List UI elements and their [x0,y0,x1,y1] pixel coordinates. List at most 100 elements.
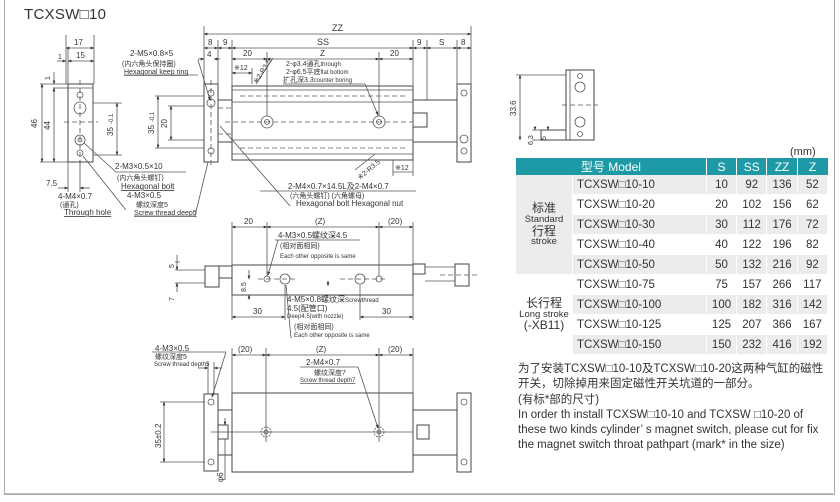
table-row: TCXSW□10-50 50 132 216 92 [516,254,829,275]
dim-30-left: 30 [253,307,262,316]
group-long-stroke: 长行程 Long stroke (-XB11) [516,274,573,355]
dim-9-right: 9 [417,38,422,47]
dim-ss: SS [317,37,329,47]
cylinder-body [231,85,414,161]
label-front-m3: 4-M3×0.5螺纹深4.5 [278,230,348,240]
label-counter-boring: 扩孔深3.3counter boring [283,75,352,84]
dim-8-right: 8 [461,38,466,47]
cell-zz: 266 [766,274,798,295]
label-front-m3-cn: (相对面相同) [280,241,320,250]
cell-zz: 366 [766,314,798,335]
note-cn-1: 为了安装TCXSW□10-10及TCXSW□10-20这两种气缸的磁性开关，切除… [518,363,824,391]
dim-8-5: 8.5 [241,282,248,292]
installation-note: 为了安装TCXSW□10-10及TCXSW□10-20这两种气缸的磁性开关，切除… [518,362,828,454]
dim-5-front: 5 [169,264,176,268]
cell-s: 50 [706,254,738,275]
group-standard-stroke: 标准 Standard 行程 stroke [516,175,573,275]
note-cn-2: (有标*部的尺寸) [518,393,600,406]
right-end-plate [456,83,472,163]
dim-4: 4 [207,50,212,59]
label-m4-hole-cn: (通孔) [60,200,79,209]
label-m3-bolt: 2-M3×0.5×10 [115,162,163,171]
label-front-m5b-en: Deep4.5(with nozzle) [287,314,343,320]
page-title: TCXSW□10 [24,6,107,23]
dim-r3-5-bottom: ※2-R3.5 [357,159,382,182]
label-m4-hole: 4-M4×0.7 [58,192,93,201]
cell-zz: 216 [766,254,798,275]
note-en: In order th install TCXSW□10-10 and TCXS… [518,408,819,452]
label-bottom-m4: 2-M4×0.7 [306,358,341,367]
cell-z: 192 [797,334,829,355]
cell-ss: 112 [736,214,768,235]
cell-z: 62 [797,194,829,215]
dim-12-bottom: ※12 [395,165,409,172]
label-m4-bolt-en: Hexagonal bolt Hexagonal nut [296,199,404,208]
dim-z-bottom: (Z) [316,345,327,354]
cell-ss: 132 [736,254,768,275]
cell-model: TCXSW□10-75 [572,274,707,295]
dim-17: 17 [74,38,83,47]
header-zz: ZZ [766,158,798,175]
cell-ss: 92 [736,175,768,195]
dim-phi-6: φ6 [216,472,225,482]
label-bottom-m4-en: Screw thread depth7 [300,378,356,384]
cell-model: TCXSW□10-50 [572,254,707,275]
cell-s: 100 [706,294,738,315]
dim-s: S [439,38,444,47]
dim-35-tol-top: -0.1 [150,111,156,122]
cell-ss: 102 [736,194,768,215]
bottom-body [231,392,414,473]
table-row: 标准 Standard 行程 stroke TCXSW□10-10 10 92 … [516,175,829,275]
dim-30-right: 30 [382,307,391,316]
label-m5-cn: (内六角头保持圈) [122,59,176,68]
table-row: TCXSW□10-40 40 122 196 82 [516,234,829,255]
cell-s: 125 [706,314,738,335]
dim-7-5: 7.5 [46,179,58,188]
dim-20-vertical: 20 [160,119,169,128]
label-m5: 2-M5×0.8×5 [130,49,174,58]
dim-20-bottom-left: (20) [238,345,253,354]
cell-zz: 156 [766,194,798,215]
label-m3-thread-en: Screw thread deep5 [134,210,197,217]
spec-table-header: 型号 Model S SS ZZ Z [516,158,828,175]
top-view: ZZ 8 9 SS 9 S 8 4 20 Z 20 ※12 ※2-R3.5 2-… [122,23,472,208]
label-m3-bolt-en: Hexagonal bolt [121,182,175,191]
front-body [231,264,414,296]
header-model: 型号 Model [516,158,707,175]
label-hole-flat-bottom: 2-φ6.5平底flat bottom [286,67,349,76]
table-row: TCXSW□10-20 20 102 156 62 [516,194,829,215]
table-row: TCXSW□10-125 125 207 366 167 [516,314,829,335]
dim-35-side: 35 [106,127,115,136]
cell-model: TCXSW□10-150 [572,334,707,355]
cell-model: TCXSW□10-20 [572,194,707,215]
detail-view: 33.6 6.3 5 [509,69,598,145]
label-front-m5-en2: Each other opposite is same [294,333,370,339]
dim-15: 15 [76,51,85,60]
cell-s: 40 [706,234,738,255]
cell-s: 150 [706,334,738,355]
spec-table: 型号 Model S SS ZZ Z 标准 Standard 行程 stroke… [516,158,829,355]
cell-ss: 232 [736,334,768,355]
label-front-m3-en: Each other opposite is same [280,254,356,260]
dim-z-front: (Z) [315,217,326,226]
header-z: Z [797,158,828,175]
cell-ss: 157 [736,274,768,295]
label-m4-bolt: 2-M4×0.7×14.5L及2-M4×0.7 [288,182,389,191]
dim-7-front: 7 [169,297,176,301]
dim-6-3: 6.3 [528,135,535,145]
table-row: TCXSW□10-100 100 182 316 142 [516,294,829,315]
dim-33-6: 33.6 [509,100,518,116]
cell-z: 92 [797,254,829,275]
cell-s: 30 [706,214,738,235]
label-m5-en: Hexagonal keep ring [124,69,188,76]
bottom-right-plate [456,392,472,473]
bottom-left-plate [203,393,219,472]
dim-20-top-right: 20 [390,49,399,58]
dim-35-tol-side: -0.1 [109,113,115,124]
dim-35-pm: 35±0.2 [154,423,163,448]
cell-z: 167 [797,314,829,335]
cell-ss: 207 [736,314,768,335]
label-hole-through: 2-φ3.4通孔through [286,59,341,68]
cell-z: 72 [797,214,829,235]
cell-z: 117 [797,274,829,295]
